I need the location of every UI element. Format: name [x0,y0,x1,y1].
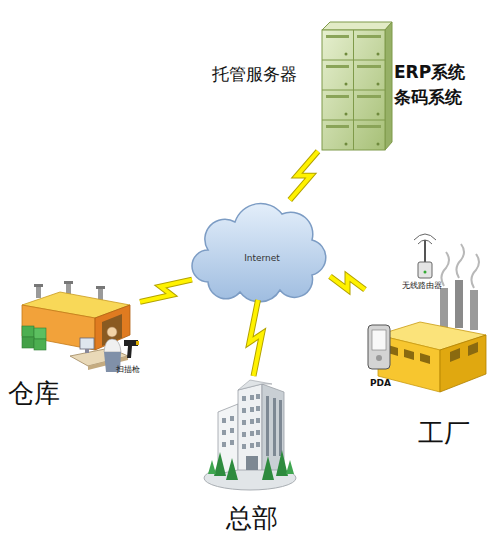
barcode-scanner [124,340,139,358]
lightning-link [330,276,365,289]
cloud-label: Internet [232,252,292,264]
headquarters-node: 总部 [200,376,300,494]
pda-device [368,325,390,369]
lightning-fill [330,276,365,289]
system-label: ERP系统 条码系统 [394,60,468,110]
lightning-outline [290,151,318,200]
device-label: 扫描枪 [116,364,140,375]
lightning-fill [250,300,263,376]
lightning-outline [330,276,365,289]
lightning-link [290,151,318,200]
server-label: 托管服务器 [212,63,312,85]
headquarters-building [204,380,296,490]
site-label: 总部 [226,503,286,533]
lightning-fill [290,151,318,200]
lightning-outline [250,300,263,376]
site-label: 工厂 [418,418,478,448]
lightning-outline [140,280,192,302]
device-label: 无线路由器 [402,280,442,291]
wireless-router [414,234,436,278]
cloud-node: Internet [192,200,330,300]
site-label: 仓库 [8,378,68,408]
server-rack [322,22,392,150]
lightning-link [250,300,263,376]
device-label: PDA [370,377,391,389]
lightning-link [140,280,192,302]
server-node: 托管服务器ERP系统 条码系统 [318,22,392,152]
lightning-fill [140,280,192,302]
cloud-shape [192,203,326,301]
factory-node: 工厂 [365,232,487,394]
factory-building [378,244,486,392]
warehouse-node: 仓库 [18,280,140,376]
